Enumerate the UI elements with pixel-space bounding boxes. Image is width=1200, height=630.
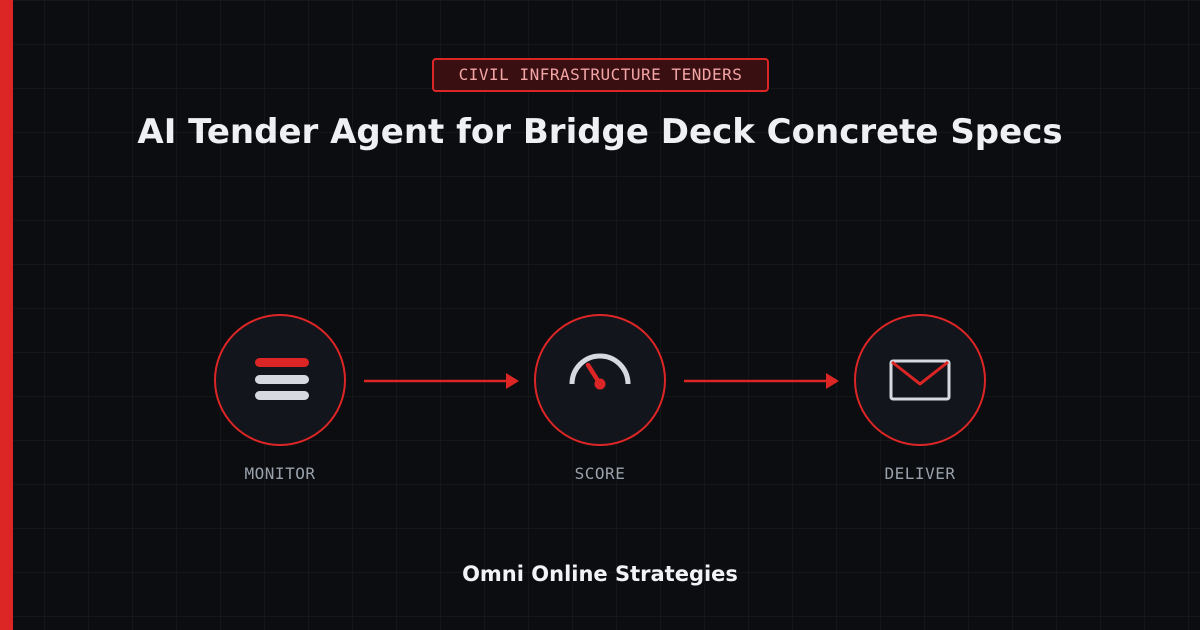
envelope-icon [889, 359, 951, 401]
brand-name: Omni Online Strategies [462, 562, 738, 586]
page-title: AI Tender Agent for Bridge Deck Concrete… [137, 112, 1063, 152]
list-icon [255, 358, 309, 400]
step-label-score: SCORE [574, 464, 626, 483]
step-label-monitor: MONITOR [244, 464, 316, 483]
accent-bar [0, 0, 13, 630]
arrow-right-icon [364, 373, 519, 389]
step-score [534, 314, 666, 446]
category-badge: CIVIL INFRASTRUCTURE TENDERS [432, 58, 769, 92]
arrow-right-icon [684, 373, 839, 389]
step-label-deliver: DELIVER [884, 464, 956, 483]
step-monitor [214, 314, 346, 446]
gauge-icon [569, 353, 631, 390]
step-deliver [854, 314, 986, 446]
